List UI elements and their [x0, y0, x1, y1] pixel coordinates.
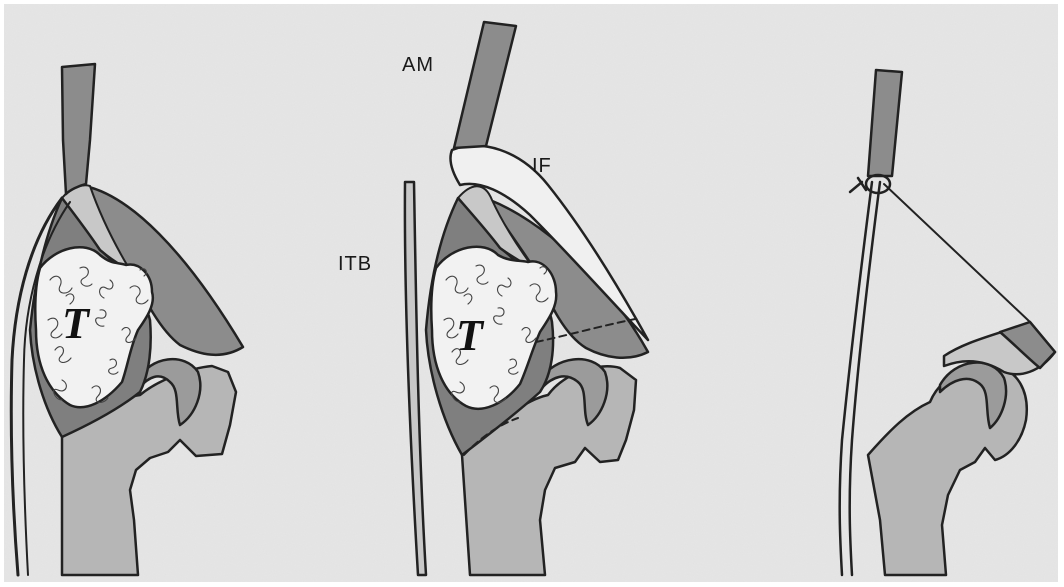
label-if: IF — [532, 155, 552, 177]
label-am: AM — [402, 54, 434, 76]
tumor-label-left: T — [62, 299, 91, 348]
label-itb: ITB — [338, 253, 372, 275]
tumor-label-middle: T — [456, 311, 485, 360]
